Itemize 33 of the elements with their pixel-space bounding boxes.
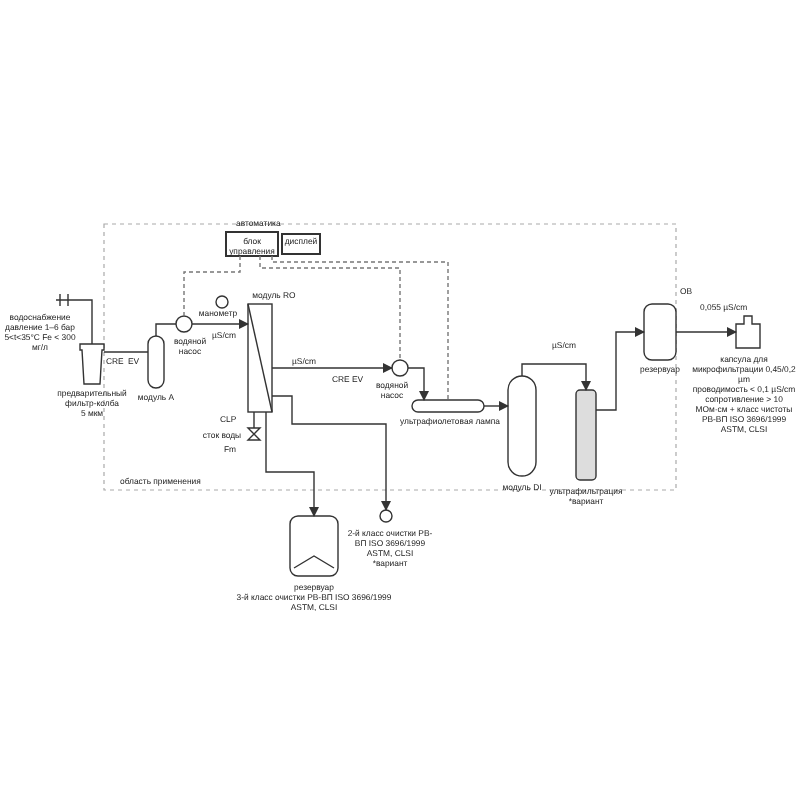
pipe-line xyxy=(675,327,737,337)
pipe-line xyxy=(71,299,93,345)
pump-symbol xyxy=(391,359,409,377)
pipe-line xyxy=(253,411,255,429)
tap-symbol xyxy=(55,293,73,307)
column-vessel xyxy=(147,335,165,389)
pipe-line xyxy=(191,319,249,329)
uv-lamp xyxy=(411,399,485,413)
pipe-line xyxy=(271,363,393,373)
pipe-line xyxy=(595,327,645,411)
signal-line xyxy=(259,255,401,361)
column-vessel xyxy=(507,375,537,477)
filter-cartridge xyxy=(575,389,597,481)
valve-symbol xyxy=(246,427,262,441)
capsule-filter xyxy=(735,315,761,349)
control-panel xyxy=(225,231,279,257)
pipe-line xyxy=(483,401,509,411)
pipe-line xyxy=(407,367,429,401)
control-panel xyxy=(281,233,321,255)
pipe-line xyxy=(271,395,391,511)
membrane-module xyxy=(247,303,273,413)
pipe-line xyxy=(265,411,319,517)
pipe-line xyxy=(155,323,177,337)
filter-housing xyxy=(79,343,105,385)
pump-symbol xyxy=(175,315,193,333)
pipe-line xyxy=(521,363,591,391)
outlet-symbol xyxy=(379,509,393,523)
storage-tank xyxy=(643,303,677,361)
pipe-line xyxy=(103,351,149,353)
storage-tank xyxy=(289,515,339,577)
gauge-symbol xyxy=(215,295,229,309)
signal-line xyxy=(183,255,241,317)
signal-line xyxy=(271,255,449,401)
